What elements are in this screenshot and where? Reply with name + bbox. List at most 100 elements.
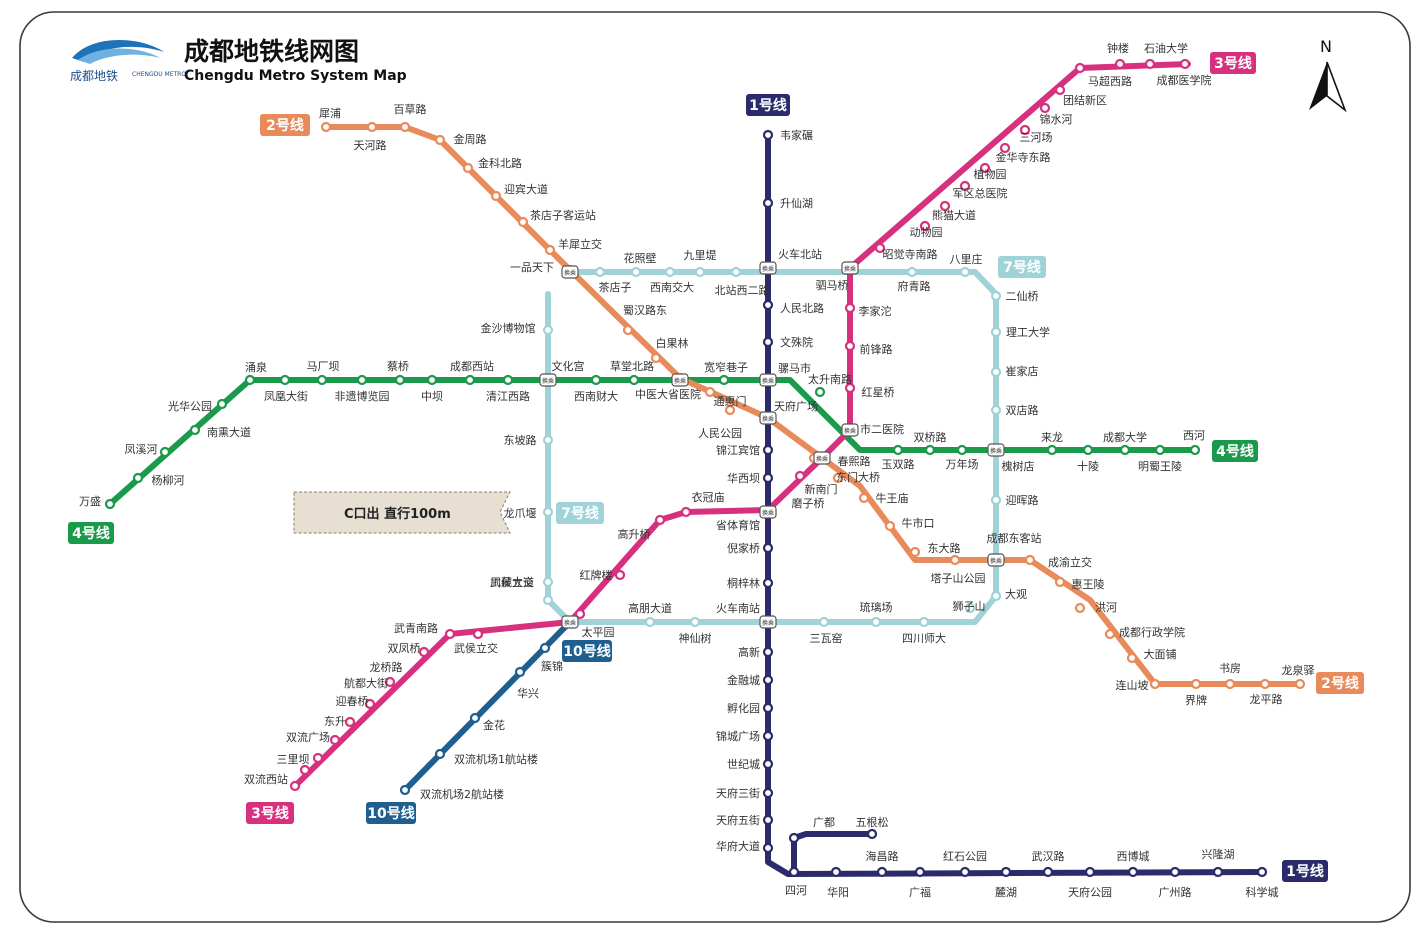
station-dot[interactable] <box>762 814 774 826</box>
station-dot[interactable] <box>1189 444 1201 456</box>
transfer-station-icon[interactable]: 换乘 <box>671 373 689 387</box>
station-dot[interactable] <box>1074 602 1086 614</box>
transfer-station-icon[interactable]: 换乘 <box>759 615 777 629</box>
station-dot[interactable] <box>1154 444 1166 456</box>
station-dot[interactable] <box>544 244 556 256</box>
station-dot[interactable] <box>909 546 921 558</box>
station-dot[interactable] <box>906 266 918 278</box>
station-dot[interactable] <box>614 569 626 581</box>
station-dot[interactable] <box>472 628 484 640</box>
station-dot[interactable] <box>1126 652 1138 664</box>
station-dot[interactable] <box>1179 58 1191 70</box>
station-dot[interactable] <box>874 242 886 254</box>
station-dot[interactable] <box>704 386 716 398</box>
station-dot[interactable] <box>299 764 311 776</box>
station-dot[interactable] <box>1259 678 1271 690</box>
station-dot[interactable] <box>574 608 586 620</box>
line-badge-line7[interactable]: 7号线 <box>556 502 604 524</box>
line-badge-line2[interactable]: 2号线 <box>260 114 310 136</box>
station-dot[interactable] <box>979 162 991 174</box>
station-dot[interactable] <box>818 616 830 628</box>
station-dot[interactable] <box>762 787 774 799</box>
transfer-station-icon[interactable]: 换乘 <box>841 423 859 437</box>
station-dot[interactable] <box>990 366 1002 378</box>
station-dot[interactable] <box>844 340 856 352</box>
station-dot[interactable] <box>1042 866 1054 878</box>
station-dot[interactable] <box>949 554 961 566</box>
station-dot[interactable] <box>730 266 742 278</box>
station-dot[interactable] <box>1169 866 1181 878</box>
station-dot[interactable] <box>654 514 666 526</box>
station-dot[interactable] <box>366 121 378 133</box>
station-dot[interactable] <box>762 472 774 484</box>
line-badge-line1[interactable]: 1号线 <box>1282 860 1328 882</box>
station-dot[interactable] <box>517 216 529 228</box>
station-dot[interactable] <box>434 134 446 146</box>
transfer-station-icon[interactable]: 换乘 <box>759 505 777 519</box>
station-dot[interactable] <box>490 190 502 202</box>
station-dot[interactable] <box>814 386 826 398</box>
station-dot[interactable] <box>650 352 662 364</box>
station-dot[interactable] <box>762 842 774 854</box>
station-dot[interactable] <box>762 674 774 686</box>
transfer-station-icon[interactable]: 换乘 <box>561 265 579 279</box>
line-badge-line7[interactable]: 7号线 <box>998 256 1046 278</box>
station-dot[interactable] <box>1074 62 1086 74</box>
station-dot[interactable] <box>918 616 930 628</box>
station-dot[interactable] <box>959 866 971 878</box>
station-dot[interactable] <box>844 382 856 394</box>
station-dot[interactable] <box>832 472 844 484</box>
station-dot[interactable] <box>689 616 701 628</box>
station-dot[interactable] <box>1082 444 1094 456</box>
station-dot[interactable] <box>762 444 774 456</box>
station-dot[interactable] <box>542 576 554 588</box>
transfer-station-icon[interactable]: 换乘 <box>987 443 1005 457</box>
station-dot[interactable] <box>990 494 1002 506</box>
station-dot[interactable] <box>762 702 774 714</box>
station-dot[interactable] <box>320 121 332 133</box>
station-dot[interactable] <box>1054 576 1066 588</box>
station-dot[interactable] <box>344 716 356 728</box>
station-dot[interactable] <box>1149 678 1161 690</box>
line-badge-line10[interactable]: 10号线 <box>562 640 612 662</box>
station-dot[interactable] <box>104 498 116 510</box>
station-dot[interactable] <box>959 180 971 192</box>
station-dot[interactable] <box>876 866 888 878</box>
station-dot[interactable] <box>990 404 1002 416</box>
station-dot[interactable] <box>762 758 774 770</box>
station-dot[interactable] <box>1000 866 1012 878</box>
station-dot[interactable] <box>434 748 446 760</box>
station-dot[interactable] <box>356 374 368 386</box>
station-dot[interactable] <box>384 676 396 688</box>
station-dot[interactable] <box>426 374 438 386</box>
station-dot[interactable] <box>919 220 931 232</box>
station-dot[interactable] <box>394 374 406 386</box>
station-dot[interactable] <box>542 506 554 518</box>
station-dot[interactable] <box>279 374 291 386</box>
station-dot[interactable] <box>462 162 474 174</box>
station-dot[interactable] <box>866 828 878 840</box>
station-dot[interactable] <box>312 752 324 764</box>
station-dot[interactable] <box>788 832 800 844</box>
transfer-station-icon[interactable]: 换乘 <box>759 411 777 425</box>
station-dot[interactable] <box>399 784 411 796</box>
station-dot[interactable] <box>289 780 301 792</box>
station-dot[interactable] <box>590 374 602 386</box>
station-dot[interactable] <box>1294 678 1306 690</box>
station-dot[interactable] <box>1054 84 1066 96</box>
station-dot[interactable] <box>329 734 341 746</box>
station-dot[interactable] <box>959 266 971 278</box>
station-dot[interactable] <box>724 404 736 416</box>
station-dot[interactable] <box>830 866 842 878</box>
station-dot[interactable] <box>1114 58 1126 70</box>
station-dot[interactable] <box>788 866 800 878</box>
transfer-station-icon[interactable]: 换乘 <box>561 615 579 629</box>
station-dot[interactable] <box>694 266 706 278</box>
station-dot[interactable] <box>630 266 642 278</box>
station-dot[interactable] <box>364 698 376 710</box>
station-dot[interactable] <box>1224 678 1236 690</box>
station-dot[interactable] <box>1212 866 1224 878</box>
station-dot[interactable] <box>990 290 1002 302</box>
station-dot[interactable] <box>762 129 774 141</box>
station-dot[interactable] <box>870 616 882 628</box>
